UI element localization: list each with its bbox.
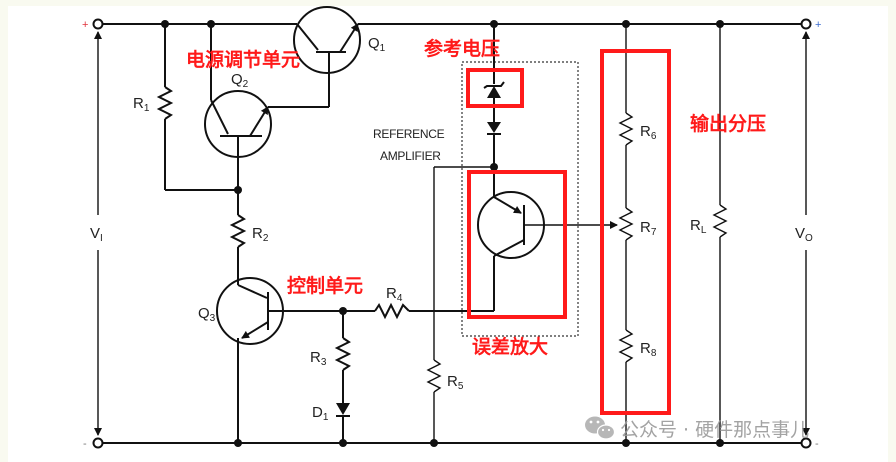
r1-label: R1 [133,95,150,114]
resistor-r1 [156,24,238,191]
resistor-r3 [334,311,352,403]
input-minus-sign: - [83,438,87,450]
junction-dot [339,439,347,447]
output-divider-highlight [600,49,671,415]
r6-label: R6 [640,123,657,142]
resistor-r2 [229,190,247,285]
resistor-r6 [618,24,634,208]
reference-amplifier-label-line2: AMPLIFIER [380,149,441,163]
r4-label: R4 [386,285,403,304]
potentiometer-r7 [618,207,634,330]
reference-amplifier-boundary [461,61,579,337]
zener-diode [483,24,505,122]
schematic-canvas: + - + - VI VO R1 Q1 Q2 [8,6,888,462]
transistor-q2 [204,24,272,190]
power-regulation-unit-annotation: 电源调节单元 [186,48,300,71]
control-unit-annotation: 控制单元 [287,274,363,297]
transistor-error-amplifier [477,167,618,311]
q2-label: Q2 [231,71,249,90]
transistor-q3 [216,277,343,443]
error-amplifier-annotation: 误差放大 [472,335,548,358]
output-plus-sign: + [815,19,821,31]
rl-label: RL [690,217,707,236]
r7-label: R7 [640,219,657,238]
output-minus-terminal [800,437,812,449]
diode-d1 [336,403,350,443]
resistor-r4 [343,302,494,320]
reference-amplifier-label-line1: REFERENCE [373,127,445,141]
d1-label: D1 [312,404,329,423]
q3-label: Q3 [198,305,216,324]
r5-label: R5 [447,373,464,392]
output-voltage-label: VO [795,225,813,244]
r8-label: R8 [640,340,657,359]
reference-voltage-annotation: 参考电压 [424,37,500,60]
input-plus-sign: + [82,19,88,31]
resistor-r8 [618,329,634,443]
resistor-rl [712,24,728,443]
resistor-r5 [426,166,494,443]
reference-voltage-highlight [466,68,524,108]
junction-dot [716,439,724,447]
input-minus-terminal [92,437,104,449]
error-amplifier-highlight [467,170,567,319]
regulator-schematic: + - + - VI VO R1 Q1 Q2 [82,6,821,450]
transistor-q1 [268,6,361,108]
output-plus-terminal [800,18,812,30]
r3-label: R3 [310,349,327,368]
r2-label: R2 [252,225,269,244]
q1-label: Q1 [368,35,386,54]
output-divider-annotation: 输出分压 [690,112,766,135]
input-plus-terminal [92,18,104,30]
junction-dot [430,439,438,447]
wechat-icon [585,416,616,440]
junction-dot [622,439,630,447]
input-voltage-label: VI [90,225,103,244]
output-minus-sign: - [815,438,819,450]
junction-dot [234,439,242,447]
reference-diode [487,122,501,167]
watermark-text: 公众号 · 硬件那点事儿 [620,419,809,441]
